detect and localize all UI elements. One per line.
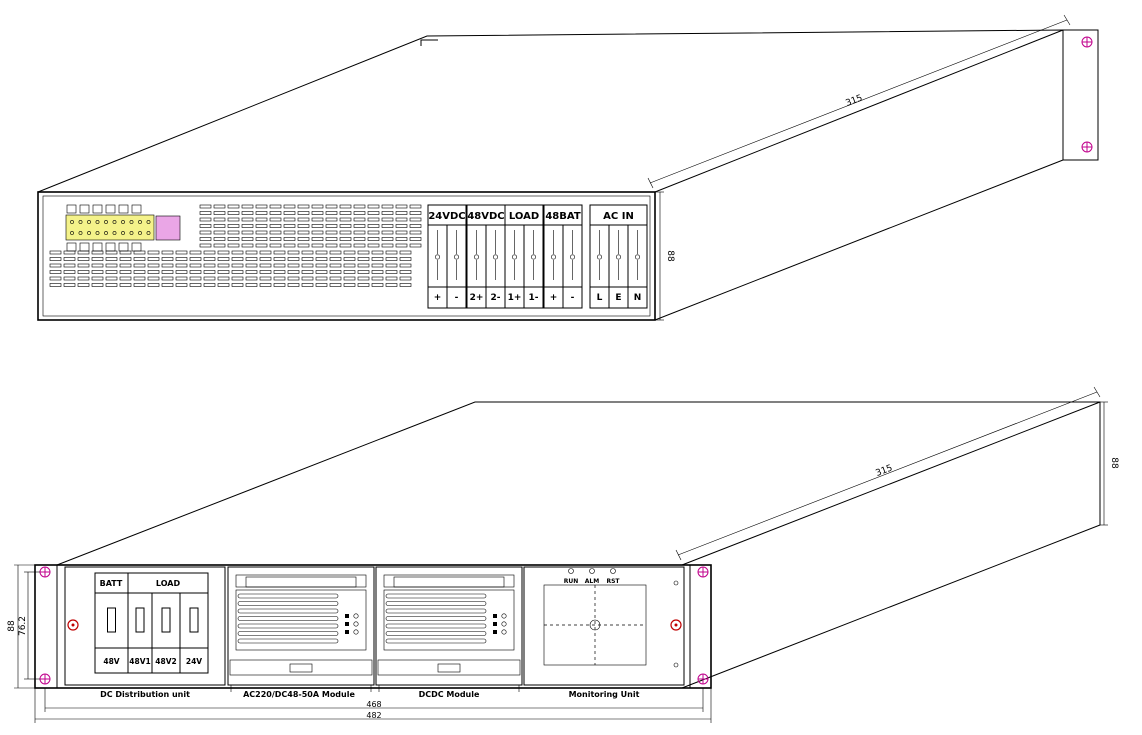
status-led-icon xyxy=(501,613,507,619)
status-led-icon xyxy=(501,629,507,635)
terminal-pin-label: - xyxy=(455,293,459,303)
terminal-pin-label: + xyxy=(550,293,558,303)
terminal-pin-label: N xyxy=(634,293,642,303)
indicator-rst: RST xyxy=(606,578,620,585)
front-width-inner-dim: 468 xyxy=(366,700,381,709)
terminal-screw-icon xyxy=(634,254,640,260)
status-symbol-icon xyxy=(493,614,497,618)
front-height-right-dim: 88 xyxy=(1109,457,1119,469)
terminal-screw-icon xyxy=(453,254,459,260)
terminal-block: 24VDC + - 48VDC 2+ 2- LOAD 1+ 1- 48BAT + - AC IN L E N xyxy=(427,204,648,309)
status-led-icon xyxy=(353,613,359,619)
terminal-pin-label: - xyxy=(571,293,575,303)
terminal-screw-icon xyxy=(434,254,440,260)
terminal-screw-icon xyxy=(550,254,556,260)
terminal-screw-icon xyxy=(596,254,602,260)
unit-label-rectifier: AC220/DC48-50A Module xyxy=(243,690,355,699)
rectifier-module xyxy=(227,566,375,692)
panel-screw-icon xyxy=(67,619,79,631)
front-height-inner-dim: 76.2 xyxy=(18,616,28,636)
terminal-pin-label: 2- xyxy=(491,293,501,303)
terminal-pin-label: + xyxy=(434,293,442,303)
dcdc-module xyxy=(375,566,523,692)
vent-slots xyxy=(49,204,422,287)
terminal-title: 48VDC xyxy=(467,211,504,222)
status-symbol-icon xyxy=(345,614,349,618)
unit-label-dc: DC Distribution unit xyxy=(100,690,190,699)
panel-screw-icon xyxy=(670,619,682,631)
alm-led-icon xyxy=(589,568,595,574)
unit-label-monitor: Monitoring Unit xyxy=(569,690,640,699)
terminal-group: LOAD 1+ 1- xyxy=(504,204,544,309)
status-led-icon xyxy=(501,621,507,627)
top-view: 315 88 24VDC + - 48VDC 2+ 2- LOAD 1+ 1- 48BAT + - AC… xyxy=(37,14,1099,321)
terminal-group: AC IN L E N xyxy=(589,204,648,309)
terminal-pin-label: 1+ xyxy=(508,293,522,303)
terminal-screw-icon xyxy=(492,254,498,260)
breaker-label: 48V2 xyxy=(155,657,176,666)
indicator-run: RUN xyxy=(564,578,579,585)
front-view: BATT LOAD 48V 48V1 48V2 24V xyxy=(7,386,1119,723)
rst-button-icon[interactable] xyxy=(610,568,616,574)
status-led-icon xyxy=(353,629,359,635)
breaker-label: 48V1 xyxy=(129,657,150,666)
batt-label: BATT xyxy=(100,579,123,588)
terminal-title: 24VDC xyxy=(428,211,465,222)
terminal-screw-icon xyxy=(473,254,479,260)
breaker-switch[interactable] xyxy=(161,607,171,633)
breaker-label: 24V xyxy=(186,657,202,666)
status-led-icon xyxy=(353,621,359,627)
breaker-switch[interactable] xyxy=(107,607,116,633)
terminal-screw-icon xyxy=(615,254,621,260)
front-width-outer-dim: 482 xyxy=(366,711,381,720)
terminal-screw-icon xyxy=(530,254,536,260)
status-symbol-icon xyxy=(345,622,349,626)
terminal-pin-label: E xyxy=(615,293,621,303)
terminal-group: 48VDC 2+ 2- xyxy=(466,204,506,309)
front-height-outer-dim: 88 xyxy=(7,620,17,632)
breaker-label: 48V xyxy=(103,657,119,666)
terminal-title: LOAD xyxy=(509,211,539,222)
unit-label-dcdc: DCDC Module xyxy=(419,690,480,699)
status-symbol-icon xyxy=(345,630,349,634)
breaker-switch[interactable] xyxy=(135,607,145,633)
terminal-screw-icon xyxy=(569,254,575,260)
terminal-title: 48BAT xyxy=(545,211,581,222)
terminal-group: 24VDC + - xyxy=(427,204,467,309)
terminal-screw-icon xyxy=(511,254,517,260)
signal-connectors xyxy=(65,204,181,252)
load-label: LOAD xyxy=(156,579,181,588)
breaker-switch[interactable] xyxy=(189,607,199,633)
terminal-pin-label: 2+ xyxy=(470,293,484,303)
terminal-pin-label: L xyxy=(597,293,603,303)
terminal-pin-label: 1- xyxy=(529,293,539,303)
top-height-dim: 88 xyxy=(665,250,675,262)
monitoring-unit: RUN ALM RST xyxy=(523,566,685,686)
terminal-group: 48BAT + - xyxy=(543,204,583,309)
status-symbol-icon xyxy=(493,622,497,626)
status-symbol-icon xyxy=(493,630,497,634)
run-led-icon xyxy=(568,568,574,574)
top-depth-dim: 315 xyxy=(844,93,864,108)
front-depth-dim: 315 xyxy=(874,463,894,478)
indicator-alm: ALM xyxy=(585,578,599,585)
terminal-title: AC IN xyxy=(603,211,634,222)
